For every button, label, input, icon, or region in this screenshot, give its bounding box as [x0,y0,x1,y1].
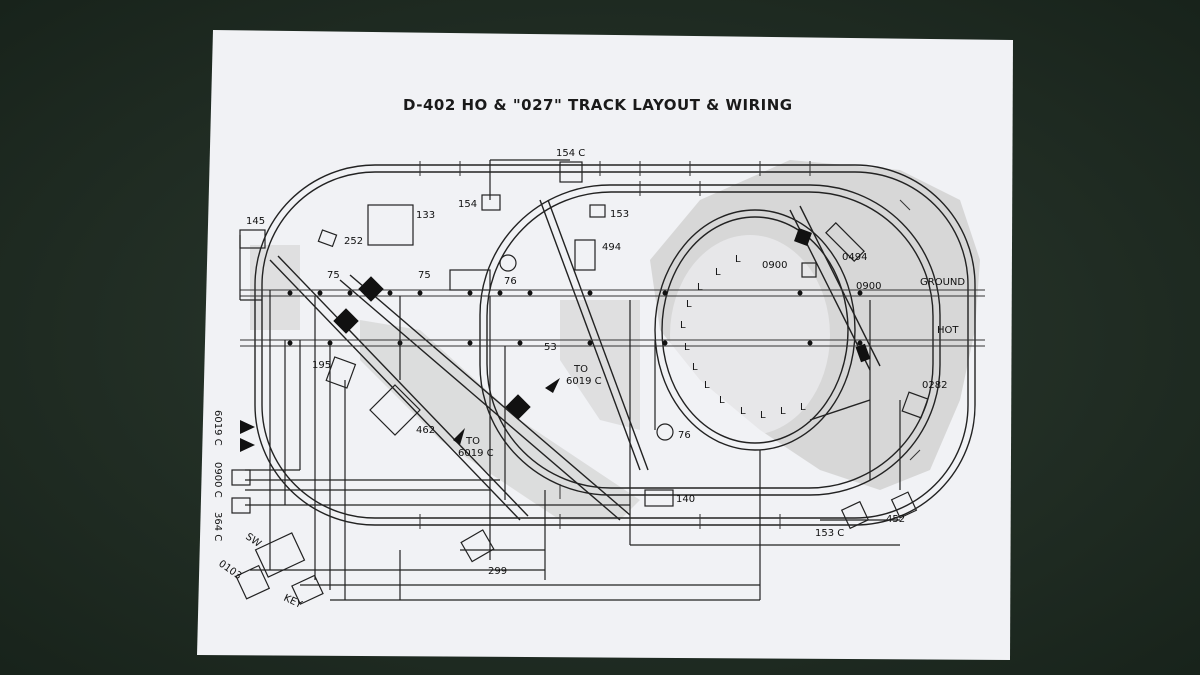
label-133: 133 [416,210,435,221]
diagonal-tracks [269,199,881,521]
lamp-l: L [680,320,686,331]
lamp-l: L [719,395,725,406]
horizontal-wires [239,159,900,601]
label-to-upper: TO [573,364,588,375]
label-76-top: 76 [504,276,517,287]
lamp-l: L [760,410,766,421]
lamp-l: L [704,380,710,391]
label-154c: 154 C [556,148,585,159]
label-452: 452 [886,514,905,525]
label-0900c-vertical: 0900 C [212,462,223,498]
labels: 154 C 154 153 133 145 252 75 75 76 494 0… [212,148,965,611]
label-76-bottom: 76 [678,430,691,441]
label-ground: GROUND [920,277,965,288]
label-to-upper-target: 6019 C [566,376,602,387]
label-145: 145 [246,216,265,227]
lamp-l: L [715,267,721,278]
label-195: 195 [312,360,331,371]
track-ties [419,161,921,529]
lamp-l: L [780,406,786,417]
lamp-l: L [740,406,746,417]
diagram-title: D-402 HO & "027" TRACK LAYOUT & WIRING [403,96,793,114]
lamp-markers: L L L L L L L L L L L L L [680,254,806,421]
lamp-l: L [684,342,690,353]
label-252: 252 [344,236,363,247]
accessories [231,161,929,605]
bus-dots [287,290,863,346]
label-153c: 153 C [815,528,844,539]
label-0900-left: 0900 [762,260,787,271]
inner-oval-track [654,209,856,451]
label-75-right: 75 [418,270,431,281]
label-153: 153 [610,209,629,220]
label-6019c-vertical: 6019 C [212,410,223,446]
turnout-markers [240,228,871,452]
inner-oval-fill [670,235,830,435]
label-0494: 0494 [842,252,867,263]
label-hot: HOT [937,325,959,336]
label-53: 53 [544,342,557,353]
label-299: 299 [488,566,507,577]
label-462: 462 [416,425,435,436]
label-to-lower-target: 6019 C [458,448,494,459]
lamp-l: L [800,402,806,413]
lamp-l: L [692,362,698,373]
outer-loop-track [254,164,976,526]
label-75-left: 75 [327,270,340,281]
lamp-l: L [686,299,692,310]
label-to-lower: TO [465,436,480,447]
label-494: 494 [602,242,621,253]
label-364c-vertical: 364 C [212,512,223,541]
label-0900-right: 0900 [856,281,881,292]
label-154: 154 [458,199,477,210]
label-140: 140 [676,494,695,505]
lamp-l: L [697,282,703,293]
label-0282: 0282 [922,380,947,391]
lamp-l: L [735,254,741,265]
